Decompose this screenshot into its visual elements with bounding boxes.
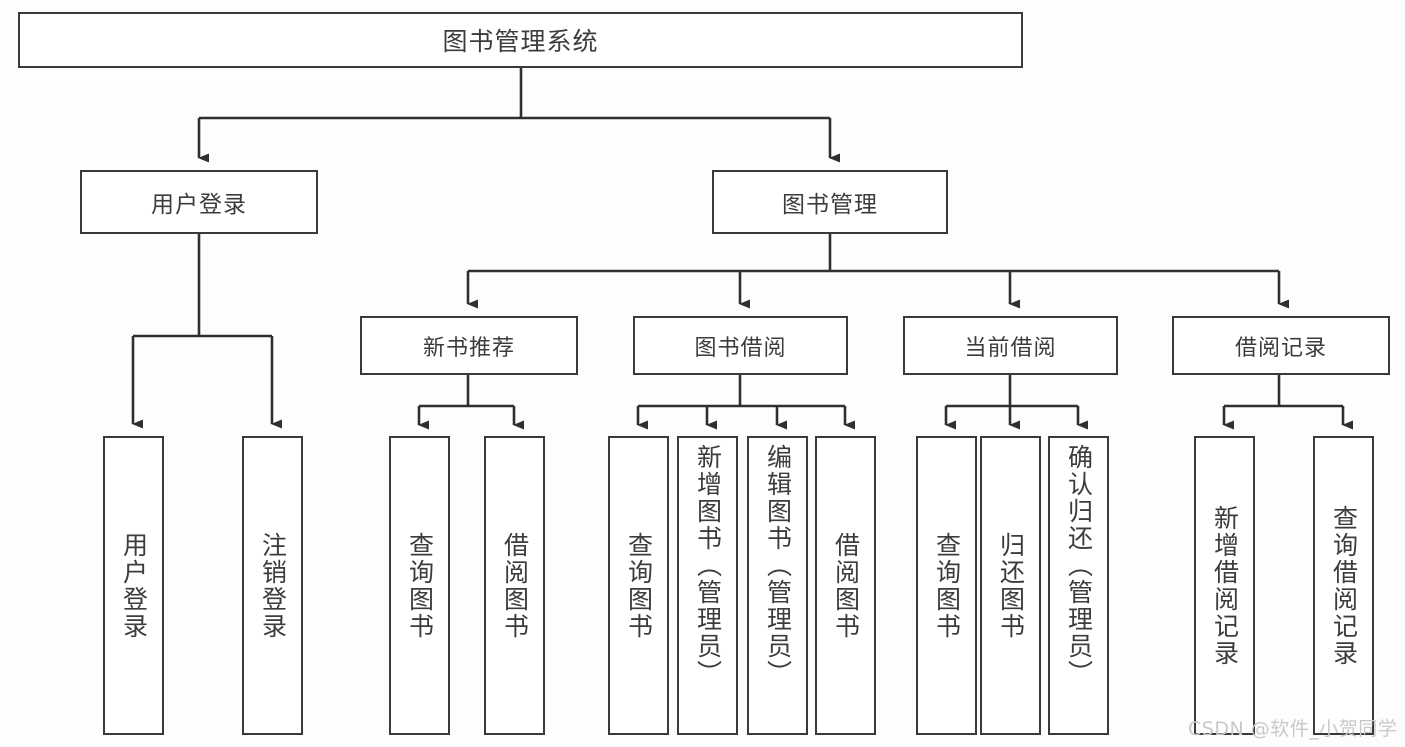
- edge-root-to-level2: [197, 67, 840, 163]
- leaf-new-book-query-book-label: 查询图书: [405, 531, 435, 640]
- leaf-current-borrow-query-book[interactable]: 查询图书: [916, 436, 977, 735]
- leaf-book-borrow-query-book[interactable]: 查询图书: [608, 436, 669, 735]
- edge-borrowrecord-to-leaves: [1222, 375, 1353, 430]
- edge-currentborrow-to-leaves: [944, 375, 1088, 430]
- leaf-book-borrow-add-book-admin-label: 新增图书（管理员）: [693, 444, 723, 687]
- edge-bookborrow-to-leaves: [636, 375, 855, 430]
- leaf-user-login-login-label: 用户登录: [119, 531, 149, 640]
- node-borrow-record[interactable]: 借阅记录: [1172, 316, 1390, 375]
- edge-bookmgmt-to-level3: [466, 233, 1289, 309]
- leaf-new-book-query-book[interactable]: 查询图书: [389, 436, 450, 735]
- node-current-borrow-label: 当前借阅: [964, 335, 1057, 361]
- node-root-book-management-system[interactable]: 图书管理系统: [18, 12, 1023, 68]
- leaf-user-login-login[interactable]: 用户登录: [103, 436, 164, 735]
- node-book-borrow[interactable]: 图书借阅: [633, 316, 848, 375]
- node-book-management[interactable]: 图书管理: [712, 170, 948, 234]
- leaf-book-borrow-add-book-admin[interactable]: 新增图书（管理员）: [677, 436, 738, 735]
- leaf-book-borrow-edit-book-admin[interactable]: 编辑图书（管理员）: [747, 436, 808, 735]
- node-book-borrow-label: 图书借阅: [694, 335, 787, 361]
- edge-newbook-to-leaves: [417, 375, 524, 430]
- leaf-current-borrow-return-book-label: 归还图书: [996, 531, 1026, 640]
- leaf-current-borrow-confirm-return-admin-label: 确认归还（管理员）: [1064, 444, 1094, 687]
- node-new-book-recommend[interactable]: 新书推荐: [360, 316, 578, 375]
- leaf-current-borrow-return-book[interactable]: 归还图书: [980, 436, 1041, 735]
- leaf-book-borrow-borrow-book[interactable]: 借阅图书: [815, 436, 876, 735]
- node-book-management-label: 图书管理: [782, 192, 878, 218]
- node-new-book-recommend-label: 新书推荐: [422, 335, 515, 361]
- node-user-login[interactable]: 用户登录: [80, 170, 318, 234]
- node-current-borrow[interactable]: 当前借阅: [903, 316, 1118, 375]
- leaf-book-borrow-edit-book-admin-label: 编辑图书（管理员）: [763, 444, 793, 687]
- leaf-new-book-borrow-book[interactable]: 借阅图书: [484, 436, 545, 735]
- leaf-user-login-logout[interactable]: 注销登录: [242, 436, 303, 735]
- leaf-borrow-record-add-record[interactable]: 新增借阅记录: [1194, 436, 1255, 735]
- leaf-user-login-logout-label: 注销登录: [258, 531, 288, 640]
- leaf-current-borrow-query-book-label: 查询图书: [932, 531, 962, 640]
- node-borrow-record-label: 借阅记录: [1234, 335, 1327, 361]
- node-root-label: 图书管理系统: [442, 27, 599, 56]
- leaf-borrow-record-add-record-label: 新增借阅记录: [1210, 504, 1240, 667]
- node-user-login-label: 用户登录: [151, 192, 247, 218]
- leaf-new-book-borrow-book-label: 借阅图书: [500, 531, 530, 640]
- leaf-book-borrow-query-book-label: 查询图书: [624, 531, 654, 640]
- edge-userlogin-to-leaves: [131, 233, 282, 429]
- leaf-book-borrow-borrow-book-label: 借阅图书: [831, 531, 861, 640]
- leaf-borrow-record-query-record[interactable]: 查询借阅记录: [1313, 436, 1374, 735]
- csdn-watermark: CSDN @软件_小贺同学: [1188, 718, 1398, 740]
- leaf-current-borrow-confirm-return-admin[interactable]: 确认归还（管理员）: [1048, 436, 1109, 735]
- leaf-borrow-record-query-record-label: 查询借阅记录: [1329, 504, 1359, 667]
